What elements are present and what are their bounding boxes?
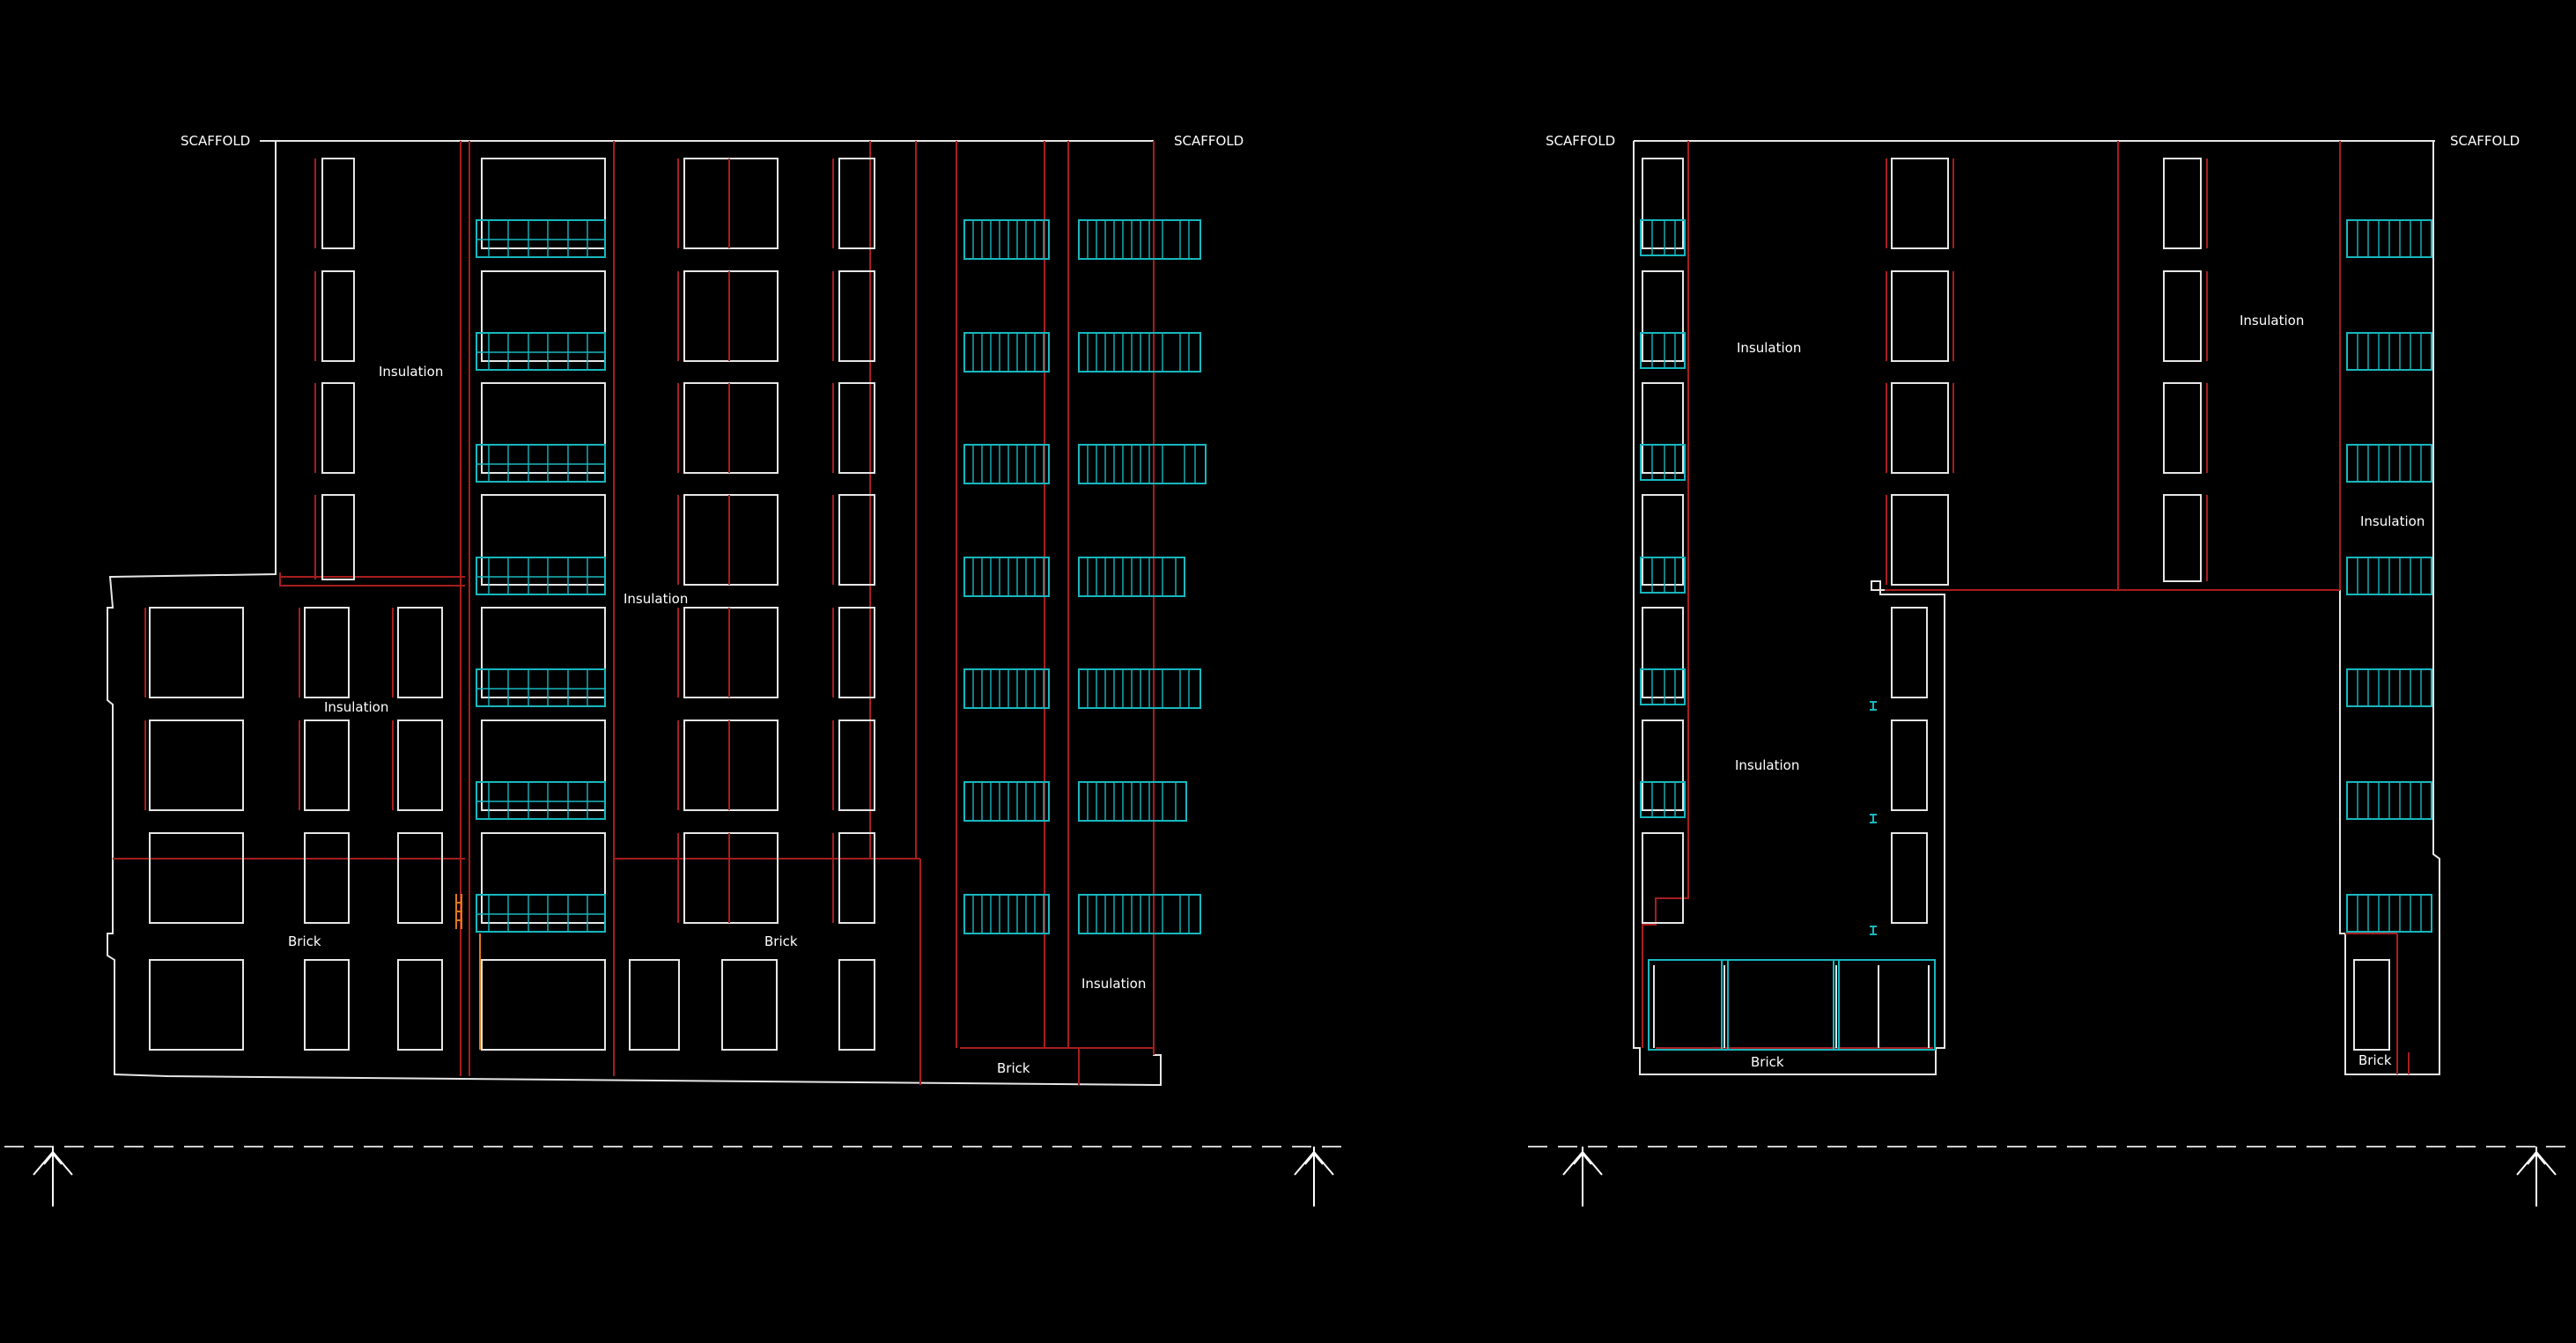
- left-lower-windows: [144, 607, 875, 1051]
- right-ibeam-markers: [1870, 701, 1877, 935]
- left-label-brick-right: Brick: [997, 1060, 1030, 1076]
- left-building-outline: [107, 141, 1162, 1086]
- left-orange-detail: [455, 894, 481, 1050]
- right-insulation-lines: [1642, 141, 2410, 1074]
- left-label-brick-center: Brick: [764, 933, 798, 949]
- left-scaffold-label-left: SCAFFOLD: [181, 133, 250, 149]
- left-insulation-lines: [113, 141, 1155, 1085]
- right-label-brick-right: Brick: [2358, 1052, 2392, 1068]
- right-label-insulation-lower-left: Insulation: [1735, 757, 1799, 773]
- right-label-insulation-upper-right: Insulation: [2240, 313, 2304, 328]
- section-arrow-icon: [33, 1147, 73, 1206]
- left-label-insulation-right: Insulation: [1081, 976, 1146, 992]
- right-scaffold-label-right: SCAFFOLD: [2450, 133, 2520, 149]
- right-building-outline: [1633, 141, 2440, 1075]
- left-label-brick-left: Brick: [288, 933, 321, 949]
- left-label-insulation-lower: Insulation: [324, 699, 388, 715]
- right-scaffold-label-left: SCAFFOLD: [1546, 133, 1615, 149]
- right-left-column-windows: [1640, 158, 1686, 924]
- section-arrow-icon: [1294, 1147, 1334, 1206]
- left-scaffold-label-right: SCAFFOLD: [1174, 133, 1244, 149]
- left-label-insulation-center: Insulation: [624, 591, 688, 607]
- right-storefront: [1648, 959, 1936, 1051]
- right-label-insulation-right-side: Insulation: [2360, 513, 2425, 529]
- section-arrow-icon: [2516, 1147, 2557, 1206]
- left-label-insulation-upper: Insulation: [379, 364, 443, 380]
- right-right-column-balconies: [2346, 219, 2432, 1051]
- right-elevation: SCAFFOLD SCAFFOLD: [1546, 133, 2520, 1075]
- right-center-windows: [1886, 158, 2208, 924]
- left-right-balconies: [963, 219, 1207, 934]
- right-label-brick-left: Brick: [1751, 1054, 1784, 1070]
- left-elevation: SCAFFOLD SCAFFOLD: [107, 133, 1244, 1086]
- left-center-windows: [481, 158, 875, 1051]
- left-tower-windows: [314, 158, 355, 580]
- section-markers: [33, 1147, 2557, 1206]
- left-center-balconies: [476, 219, 606, 933]
- section-arrow-icon: [1562, 1147, 1603, 1206]
- right-label-insulation-upper-left: Insulation: [1737, 340, 1801, 356]
